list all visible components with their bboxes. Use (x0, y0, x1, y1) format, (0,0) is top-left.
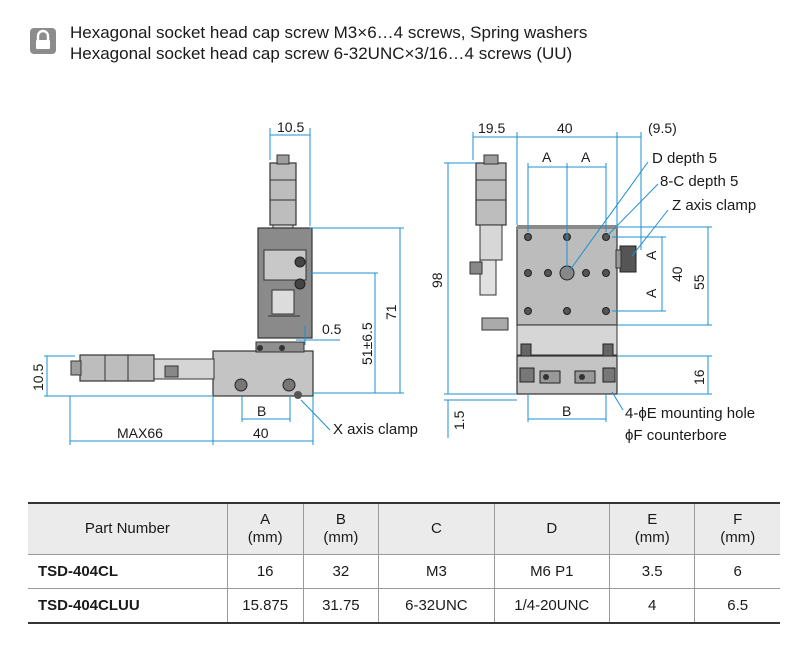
padlock-icon (30, 28, 56, 54)
cell-b: 32 (302, 554, 379, 589)
side-dim-40: 40 (253, 425, 269, 441)
cell-c: 6-32UNC (378, 588, 495, 624)
col-header-d: D (493, 503, 610, 555)
col-header-c: C (378, 503, 495, 555)
technical-drawing: 10.5 0.5 51±6.5 71 10.5 B MAX66 40 X axi… (30, 119, 756, 445)
screw-note: Hexagonal socket head cap screw M3×6…4 s… (30, 22, 770, 66)
x-axis-clamp-label: X axis clamp (333, 421, 418, 438)
col-header-part-number: Part Number (28, 503, 228, 555)
front-dim-19-5: 19.5 (478, 120, 505, 136)
cell-d: M6 P1 (493, 554, 610, 589)
side-dim-10-5-left: 10.5 (30, 364, 46, 391)
cell-f: 6.5 (694, 588, 780, 624)
table-header-row: Part Number A(mm) B(mm) C D E(mm) F(mm) (28, 503, 780, 555)
front-dim-55: 55 (691, 274, 707, 290)
front-dim-98: 98 (429, 272, 445, 288)
side-dim-10-5-top: 10.5 (277, 119, 304, 135)
cell-part-number: TSD-404CL (28, 554, 228, 589)
cell-c: M3 (378, 554, 495, 589)
front-dim-a-left: A (542, 149, 552, 165)
cell-a: 16 (226, 554, 304, 589)
screw-note-line-1: Hexagonal socket head cap screw M3×6…4 s… (70, 23, 588, 42)
side-dim-51: 51±6.5 (359, 322, 375, 365)
side-dim-b: B (257, 403, 266, 419)
z-axis-clamp-knob (619, 245, 637, 273)
cell-e: 4 (608, 588, 695, 624)
cell-a: 15.875 (226, 588, 304, 624)
cell-b: 31.75 (302, 588, 379, 624)
front-dim-40-right: 40 (669, 266, 685, 282)
front-view: 19.5 40 (9.5) A A 98 1.5 B A A 40 55 16 … (429, 120, 756, 444)
col-header-b: B(mm) (302, 503, 379, 555)
col-header-e: E(mm) (608, 503, 695, 555)
label-mounting-hole: 4-ϕE mounting hole (625, 405, 755, 422)
front-dim-40-top: 40 (557, 120, 573, 136)
front-dim-16: 16 (691, 369, 707, 385)
label-counterbore: ϕF counterbore (625, 427, 727, 444)
cell-f: 6 (694, 554, 780, 589)
label-z-axis-clamp: Z axis clamp (672, 197, 756, 214)
table-row: TSD-404CLUU 15.875 31.75 6-32UNC 1/4-20U… (28, 588, 780, 624)
table-row: TSD-404CL 16 32 M3 M6 P1 3.5 6 (28, 554, 780, 589)
z-micrometer-thimble (269, 162, 297, 226)
front-dim-a-vertical-1: A (643, 250, 659, 260)
front-dim-9-5: (9.5) (648, 120, 677, 136)
side-dim-max66: MAX66 (117, 425, 163, 441)
col-header-f: F(mm) (694, 503, 780, 555)
label-c-depth: 8-C depth 5 (660, 173, 738, 190)
cell-part-number: TSD-404CLUU (28, 588, 228, 624)
front-micrometer-thimble (475, 162, 507, 226)
side-dim-0-5: 0.5 (322, 321, 342, 337)
front-dim-a-vertical-2: A (643, 288, 659, 298)
side-dim-71: 71 (383, 304, 399, 320)
cell-d: 1/4-20UNC (493, 588, 610, 624)
side-view: 10.5 0.5 51±6.5 71 10.5 B MAX66 40 X axi… (30, 119, 418, 445)
front-dim-a-right: A (581, 149, 591, 165)
x-stage-base (212, 350, 314, 397)
spec-table: Part Number A(mm) B(mm) C D E(mm) F(mm) … (28, 502, 780, 624)
x-micrometer-thimble (79, 354, 155, 382)
front-dim-1-5: 1.5 (451, 410, 467, 430)
col-header-a: A(mm) (226, 503, 304, 555)
screw-note-line-2: Hexagonal socket head cap screw 6-32UNC×… (70, 44, 573, 63)
label-d-depth: D depth 5 (652, 150, 717, 167)
front-dim-b: B (562, 403, 571, 419)
cell-e: 3.5 (608, 554, 695, 589)
